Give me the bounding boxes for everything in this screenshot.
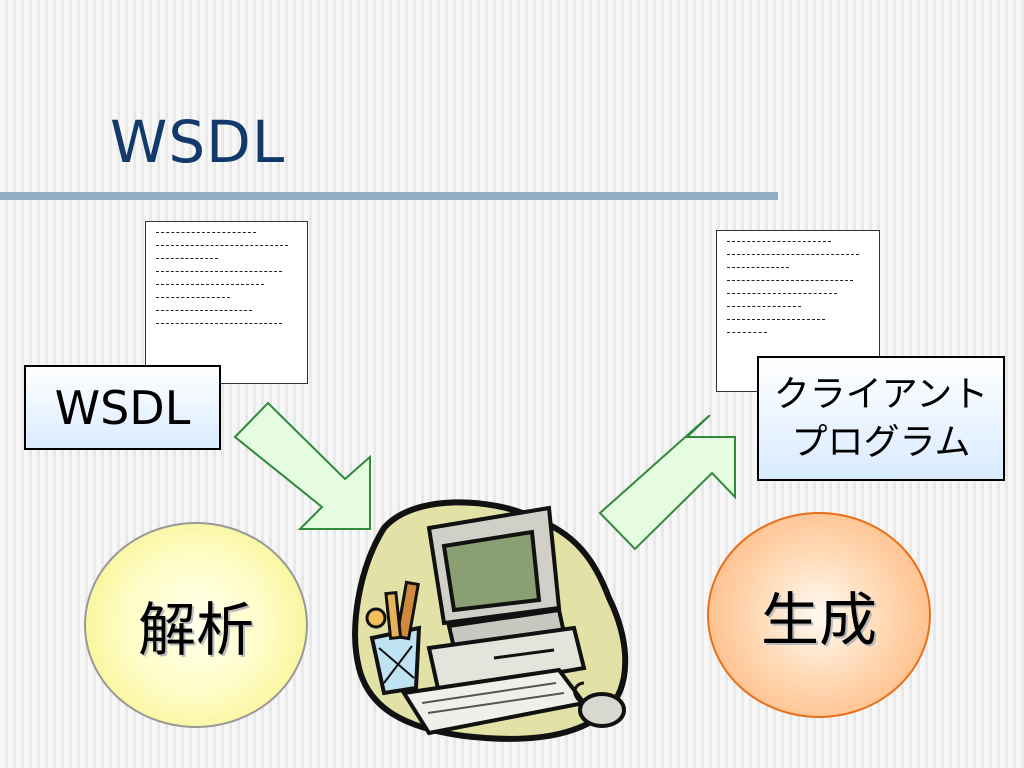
arrow-to-computer-icon xyxy=(233,401,371,530)
client-program-label-box: クライアント プログラム xyxy=(757,356,1005,481)
wsdl-document-icon xyxy=(145,221,308,384)
slide-title: WSDL xyxy=(110,108,286,176)
generate-circle: 生成 xyxy=(707,512,931,718)
wsdl-label: WSDL xyxy=(54,380,191,435)
generate-label: 生成 xyxy=(760,586,877,654)
computer-clipart-icon xyxy=(352,499,629,742)
wsdl-label-box: WSDL xyxy=(24,365,221,450)
analyze-label: 解析 xyxy=(137,596,254,664)
client-program-label: クライアント プログラム xyxy=(773,373,989,463)
title-rule xyxy=(0,192,778,200)
arrow-to-client-icon xyxy=(598,415,736,551)
analyze-circle: 解析 xyxy=(84,522,308,728)
